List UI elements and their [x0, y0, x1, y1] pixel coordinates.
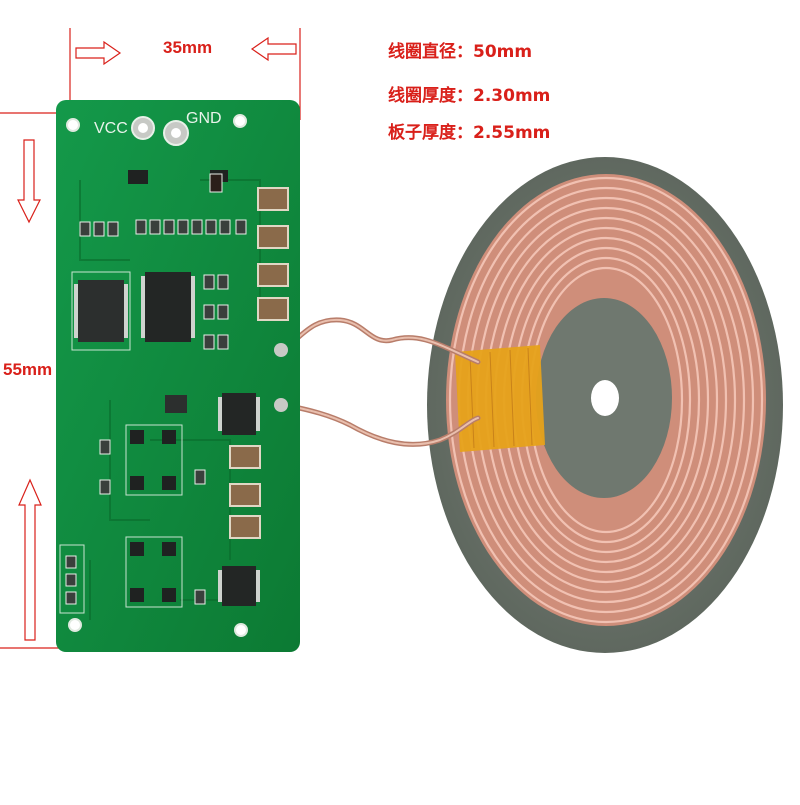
arrow-down-icon [17, 139, 41, 224]
wireless-charging-coil [427, 157, 783, 653]
ic-chips [78, 272, 256, 606]
silkscreen-outlines [59, 271, 183, 614]
ic-soic-main [145, 272, 191, 342]
arrow-right-icon [75, 40, 122, 66]
coil-center-hole [591, 380, 619, 416]
width-label: 35mm [163, 38, 213, 57]
capacitors [229, 187, 289, 539]
coil-lead-wires [279, 317, 481, 447]
ic-soic-bottom [222, 566, 256, 606]
pcb-board: VCC GND [56, 100, 300, 652]
ic-ssop [78, 280, 124, 342]
diode [209, 173, 223, 193]
board-thickness-spec: 板子厚度：2.55mm [388, 123, 551, 143]
coil-thickness-spec: 线圈厚度：2.30mm [388, 86, 551, 106]
ic-soic-mid [222, 393, 256, 435]
arrow-left-icon [250, 36, 297, 62]
resistor-array [65, 219, 247, 605]
height-dimension [0, 112, 62, 649]
ic-pins [74, 276, 260, 602]
kapton-tape [455, 345, 545, 452]
tape-wrinkles [469, 347, 533, 449]
vcc-label: VCC [94, 120, 128, 137]
mounting-holes [66, 114, 248, 637]
coil-diameter-spec: 线圈直径：50mm [388, 42, 533, 62]
height-label: 55mm [3, 360, 53, 379]
arrow-up-icon [18, 478, 42, 641]
power-pads [131, 116, 288, 412]
pcb-substrate [56, 100, 300, 652]
gnd-label: GND [186, 110, 222, 127]
